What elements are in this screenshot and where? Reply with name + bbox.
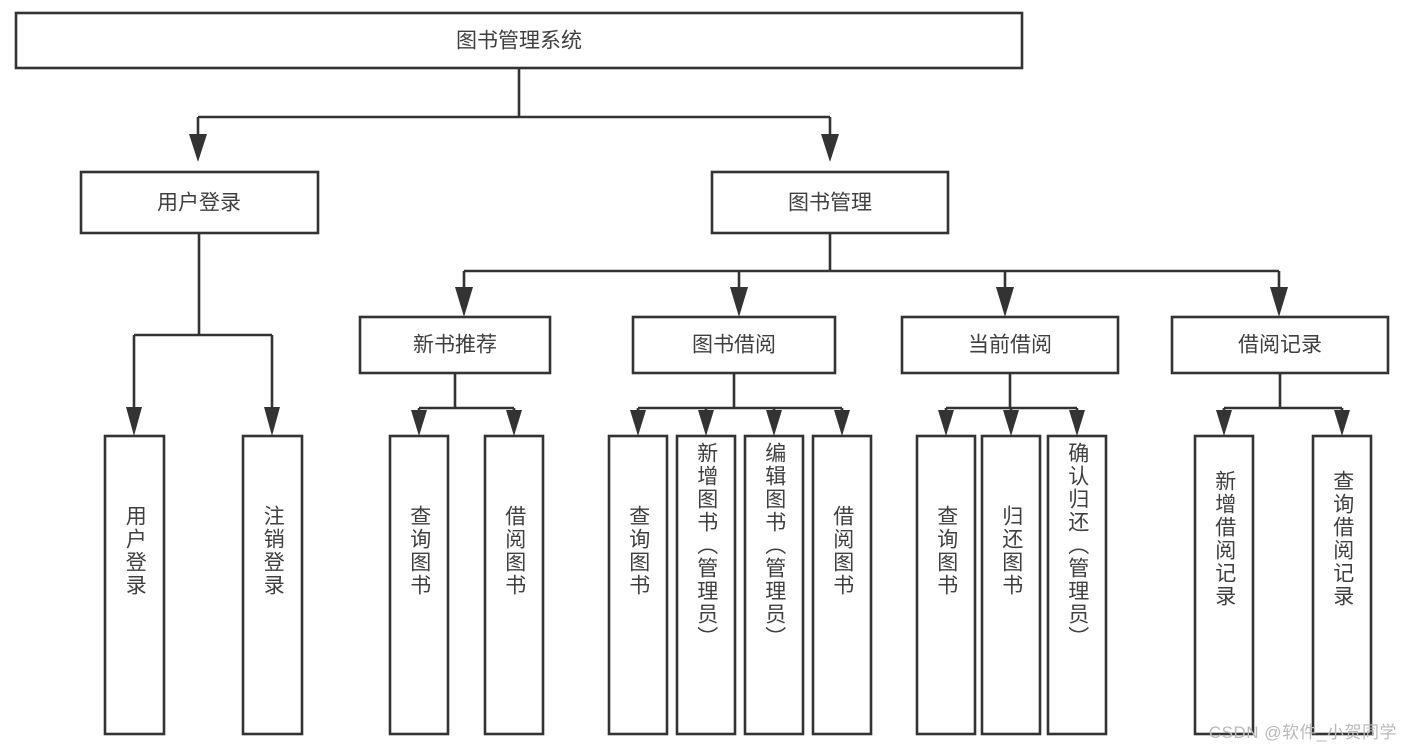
leaf-box-user-login[interactable]	[103, 434, 166, 736]
arrowhead-br-leaf-1	[1216, 410, 1232, 436]
arrowhead-current-borrow	[996, 287, 1014, 317]
arrowhead-bb-leaf-1	[630, 410, 646, 436]
arrowhead-borrow-record	[1270, 287, 1288, 317]
arrowhead-cb-leaf-2	[1003, 410, 1019, 436]
arrowhead-book-manage	[821, 134, 839, 162]
arrowhead-nb-leaf-2	[506, 410, 522, 436]
book-manage-label: 图书管理	[788, 192, 872, 215]
arrowhead-leaf-user-login	[126, 407, 142, 436]
arrowhead-new-book	[455, 287, 473, 317]
current-borrow-box[interactable]	[900, 315, 1120, 375]
leaf-box-cb-confirm-return[interactable]	[1046, 434, 1108, 736]
borrow-record-box[interactable]	[1170, 315, 1390, 375]
book-borrow-box[interactable]	[631, 315, 837, 375]
arrowhead-br-leaf-2	[1334, 410, 1350, 436]
new-book-recommend-label: 新书推荐	[413, 334, 497, 357]
borrow-record-label: 借阅记录	[1238, 334, 1322, 357]
book-manage-box[interactable]	[710, 170, 950, 235]
arrowhead-bb-leaf-4	[834, 410, 850, 436]
leaf-box-bb-edit-book[interactable]	[743, 434, 805, 736]
leaf-box-nb-borrow-book[interactable]	[483, 434, 545, 736]
arrowhead-user-login	[189, 134, 207, 162]
new-book-recommend-box[interactable]	[358, 315, 552, 375]
leaf-box-bb-query-book[interactable]	[607, 434, 669, 736]
root-box[interactable]	[14, 11, 1024, 70]
leaf-box-br-add-record[interactable]	[1193, 434, 1255, 736]
arrowhead-leaf-logout	[264, 407, 280, 436]
connector-new-book-to-leaves	[411, 373, 522, 436]
leaf-box-nb-query-book[interactable]	[388, 434, 450, 736]
arrowhead-bb-leaf-2	[698, 410, 714, 436]
leaf-box-br-query-record[interactable]	[1311, 434, 1373, 736]
arrowhead-cb-leaf-3	[1069, 410, 1085, 436]
current-borrow-label: 当前借阅	[968, 334, 1052, 357]
node-current-borrow[interactable]: 当前借阅	[900, 315, 1120, 375]
connector-borrow-record-to-leaves	[1216, 373, 1350, 436]
node-book-borrow[interactable]: 图书借阅	[631, 315, 837, 375]
leaf-box-bb-borrow-book[interactable]	[811, 434, 873, 736]
leaf-box-bb-add-book[interactable]	[675, 434, 737, 736]
arrowhead-bb-leaf-3	[766, 410, 782, 436]
leaf-box-cb-query-book[interactable]	[915, 434, 977, 736]
connector-book-borrow-to-leaves	[630, 373, 850, 436]
node-user-login[interactable]: 用户登录	[79, 170, 320, 235]
root-label: 图书管理系统	[456, 30, 582, 53]
node-borrow-record[interactable]: 借阅记录	[1170, 315, 1390, 375]
connector-user-login-to-leaves	[126, 233, 280, 436]
node-book-manage[interactable]: 图书管理	[710, 170, 950, 235]
connector-book-manage-to-level3	[455, 233, 1288, 317]
book-borrow-label: 图书借阅	[692, 334, 776, 357]
connector-current-borrow-to-leaves	[938, 373, 1085, 436]
node-root[interactable]: 图书管理系统	[14, 11, 1024, 70]
arrowhead-nb-leaf-1	[411, 410, 427, 436]
arrowhead-book-borrow	[730, 287, 748, 317]
arrowhead-cb-leaf-1	[938, 410, 954, 436]
watermark-text: CSDN @软件_小贺同学	[1208, 723, 1397, 742]
node-new-book-recommend[interactable]: 新书推荐	[358, 315, 552, 375]
connector-root-to-level2	[189, 68, 839, 162]
user-login-label: 用户登录	[157, 192, 241, 215]
leaf-box-logout[interactable]	[241, 434, 304, 736]
leaf-box-cb-return-book[interactable]	[980, 434, 1042, 736]
